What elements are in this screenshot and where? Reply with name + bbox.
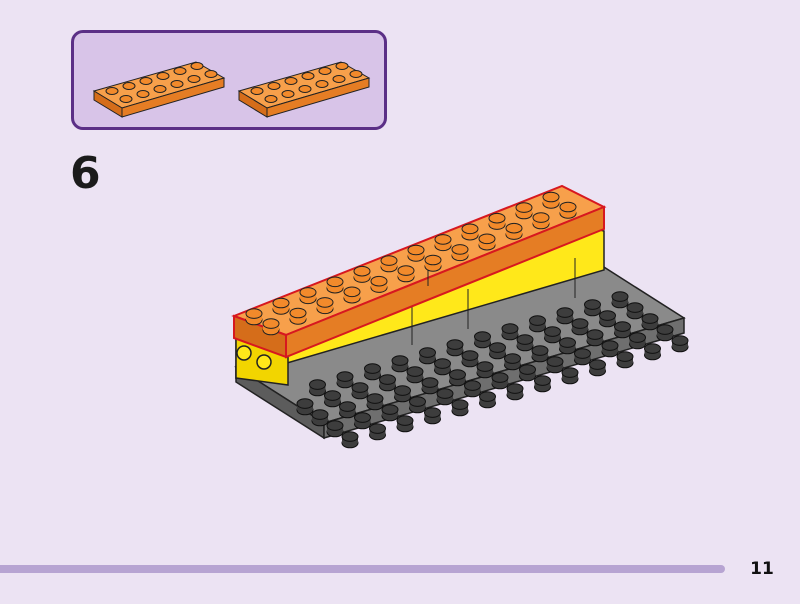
gray-stud-icon — [309, 379, 326, 397]
orange-stud-icon — [397, 265, 415, 283]
progress-bar — [0, 565, 725, 573]
gray-stud-icon — [559, 337, 576, 355]
orange-stud-icon — [451, 244, 469, 262]
gray-stud-icon — [531, 345, 549, 363]
gray-stud-icon — [381, 404, 399, 422]
orange-stud-icon — [488, 212, 506, 230]
gray-stud-icon — [556, 307, 574, 325]
gray-stud-icon — [409, 396, 426, 414]
gray-stud-icon — [326, 420, 344, 438]
step-number: 6 — [70, 148, 101, 199]
orange-stud-icon — [424, 254, 442, 272]
gray-stud-icon — [436, 388, 454, 406]
orange-stud-icon — [407, 244, 425, 262]
orange-stud-icon — [505, 222, 523, 240]
gray-stud-icon — [379, 374, 396, 392]
orange-stud-icon — [299, 287, 317, 305]
gray-stud-icon — [519, 364, 536, 382]
orange-plate-2x6-icon — [237, 61, 371, 118]
orange-stud-icon — [289, 307, 307, 325]
gray-stud-icon — [516, 334, 534, 352]
orange-stud-icon — [272, 297, 290, 315]
gray-stud-icon — [311, 409, 329, 427]
gray-stud-icon — [589, 359, 606, 377]
gray-stud-icon — [324, 390, 341, 408]
gray-stud-icon — [529, 315, 546, 333]
orange-stud-icon — [478, 233, 496, 251]
gray-stud-icon — [296, 398, 314, 416]
gray-stud-icon — [641, 313, 659, 331]
orange-stud-icon — [326, 276, 344, 294]
orange-stud-icon — [559, 201, 577, 219]
orange-stud-icon — [532, 212, 550, 230]
orange-plate-2x6-icon — [92, 61, 226, 118]
gray-base-plate-icon — [234, 261, 689, 449]
orange-stud-icon — [434, 234, 452, 252]
gray-stud-icon — [584, 299, 601, 317]
orange-stud-icon — [245, 308, 263, 326]
page-number: 11 — [750, 559, 774, 579]
gray-stud-icon — [671, 335, 689, 353]
gray-stud-icon — [571, 318, 589, 336]
gray-stud-icon — [561, 367, 579, 385]
orange-stud-icon — [316, 297, 334, 315]
gray-stud-icon — [611, 291, 629, 309]
parts-callout — [71, 30, 387, 130]
orange-stud-icon — [262, 318, 280, 336]
gray-stud-icon — [421, 377, 439, 395]
parts-illustration — [92, 61, 371, 118]
gray-stud-icon — [616, 351, 634, 369]
gray-stud-icon — [406, 366, 424, 384]
gray-stud-icon — [366, 393, 384, 411]
gray-stud-icon — [506, 383, 524, 401]
gray-stud-icon — [424, 407, 441, 425]
gray-stud-icon — [476, 361, 494, 379]
gray-stud-icon — [544, 326, 561, 344]
gray-stud-icon — [474, 331, 491, 349]
gray-stud-icon — [546, 356, 564, 374]
gray-stud-icon — [434, 358, 451, 376]
gray-stud-icon — [364, 363, 381, 381]
gray-stud-icon — [586, 329, 604, 347]
gray-stud-icon — [501, 323, 519, 341]
gray-stud-icon — [626, 302, 644, 320]
gray-stud-icon — [574, 348, 591, 366]
gray-stud-icon — [339, 401, 356, 419]
gray-stud-icon — [451, 399, 469, 417]
gray-stud-icon — [464, 380, 481, 398]
gray-stud-icon — [336, 371, 354, 389]
gray-stud-icon — [391, 355, 409, 373]
orange-stud-icon — [515, 202, 533, 220]
gray-stud-icon — [449, 369, 466, 387]
gray-stud-icon — [504, 353, 521, 371]
gray-stud-icon — [644, 343, 661, 361]
gray-stud-icon — [601, 340, 619, 358]
gray-stud-icon — [599, 310, 616, 328]
orange-top-plates-icon — [231, 184, 607, 359]
orange-stud-icon — [370, 275, 388, 293]
gray-stud-icon — [629, 332, 646, 350]
gray-stud-icon — [461, 350, 479, 368]
gray-stud-icon — [614, 321, 631, 339]
gray-stud-icon — [491, 372, 509, 390]
gray-stud-icon — [479, 391, 496, 409]
orange-stud-icon — [343, 286, 361, 304]
gray-stud-icon — [534, 375, 551, 393]
orange-stud-icon — [353, 265, 371, 283]
gray-stud-icon — [419, 347, 436, 365]
gray-stud-icon — [354, 412, 371, 430]
gray-stud-icon — [489, 342, 506, 360]
gray-stud-icon — [396, 415, 414, 433]
gray-stud-icon — [656, 324, 674, 342]
gray-stud-icon — [351, 382, 369, 400]
gray-stud-icon — [341, 431, 359, 449]
gray-stud-icon — [369, 423, 386, 441]
orange-stud-icon — [542, 191, 560, 209]
orange-stud-icon — [380, 255, 398, 273]
gray-stud-icon — [394, 385, 411, 403]
orange-stud-icon — [461, 223, 479, 241]
gray-stud-icon — [446, 339, 464, 357]
